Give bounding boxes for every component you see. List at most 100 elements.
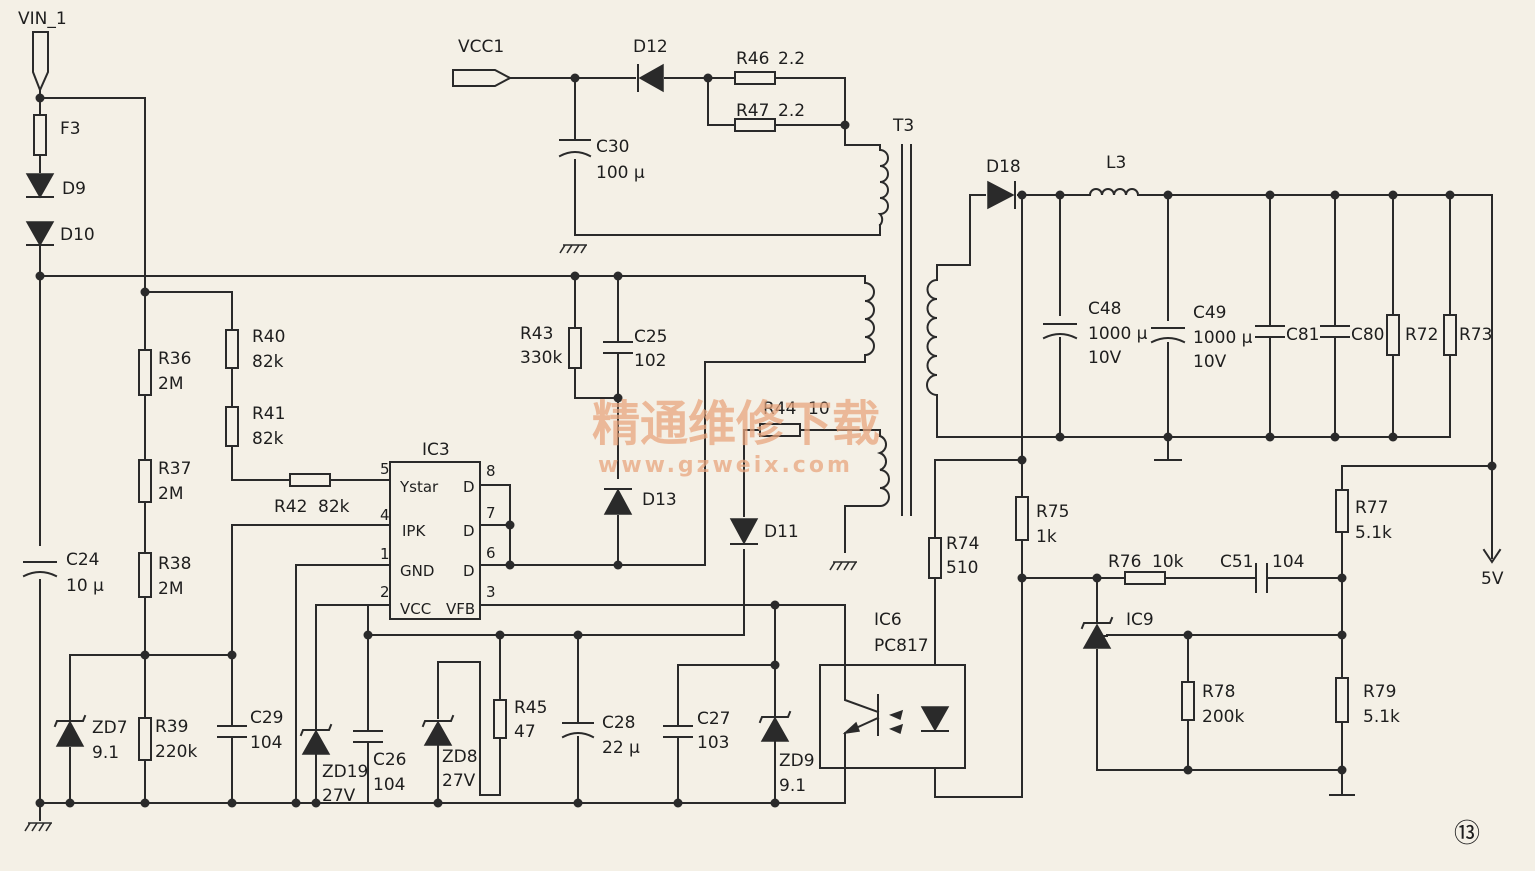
pin-2: 2 [380, 583, 390, 601]
label-c26-value: 104 [373, 775, 405, 795]
label-c26: C26 [373, 750, 407, 770]
label-r76: R76 [1108, 552, 1141, 572]
label-c24-value: 10 µ [66, 576, 104, 596]
label-r79-value: 5.1k [1363, 707, 1400, 727]
label-zd7-value: 9.1 [92, 743, 119, 763]
label-c25: C25 [634, 327, 668, 347]
label-r75-value: 1k [1036, 527, 1057, 547]
label-t3: T3 [892, 116, 914, 136]
label-r43-value: 330k [520, 348, 562, 368]
label-c28-value: 22 µ [602, 738, 640, 758]
label-r76-value: 10k [1152, 552, 1184, 572]
label-r44-value: 10 [808, 399, 830, 419]
resistor-r43 [568, 327, 582, 369]
junction-dots [35, 73, 1497, 808]
label-c28: C28 [602, 713, 636, 733]
label-r42-value: 82k [318, 497, 350, 517]
component-labels: VIN_1 VCC1 F3 D9 D10 D12 R46 2.2 R47 2.2… [18, 9, 1504, 849]
zener-zd7 [53, 714, 87, 747]
capacitor-c24 [22, 561, 58, 578]
pin-name-vcc: VCC [400, 600, 431, 618]
label-r44: R44 [763, 399, 796, 419]
label-r37-value: 2M [158, 484, 183, 504]
label-r36: R36 [158, 349, 191, 369]
label-ic3: IC3 [422, 440, 450, 460]
label-c30: C30 [596, 137, 630, 157]
output-5v-arrow [1482, 548, 1502, 564]
label-c27-value: 103 [697, 733, 729, 753]
pin-1: 1 [380, 545, 390, 563]
label-l3: L3 [1106, 153, 1126, 173]
label-vin1: VIN_1 [18, 9, 67, 29]
pin-7: 7 [486, 504, 496, 522]
optocoupler-ic6 [819, 604, 966, 804]
label-c49-voltage: 10V [1193, 352, 1227, 372]
zener-zd8 [421, 714, 455, 746]
capacitor-c49 [1150, 327, 1186, 344]
pin-8: 8 [486, 462, 496, 480]
watermark-chinese: 精通维修下载 [592, 396, 880, 452]
resistor-r77 [1335, 489, 1349, 533]
fuse-f3 [33, 114, 47, 156]
label-c24: C24 [66, 550, 100, 570]
shunt-regulator-ic9 [1080, 616, 1114, 649]
label-c49-value: 1000 µ [1193, 328, 1253, 348]
capacitor-c81 [1255, 325, 1285, 338]
capacitor-c51 [1255, 563, 1268, 593]
label-d13: D13 [642, 490, 677, 510]
pin-5: 5 [380, 460, 390, 478]
label-r38: R38 [158, 554, 191, 574]
capacitor-c27 [663, 725, 693, 738]
label-ic6-value: PC817 [874, 636, 929, 656]
label-vcc1: VCC1 [458, 37, 504, 57]
label-r40-value: 82k [252, 352, 284, 372]
label-r79: R79 [1363, 682, 1396, 702]
label-r75: R75 [1036, 502, 1069, 522]
capacitor-c28 [561, 722, 595, 739]
label-r39: R39 [155, 717, 188, 737]
label-c51-value: 104 [1272, 552, 1304, 572]
resistor-r42 [289, 473, 331, 487]
label-r39-value: 220k [155, 742, 197, 762]
label-ic9: IC9 [1126, 610, 1154, 630]
pin-3: 3 [486, 583, 496, 601]
capacitor-c48 [1042, 323, 1078, 340]
pin-6: 6 [486, 544, 496, 562]
label-c30-value: 100 µ [596, 163, 645, 183]
label-c80: C80 [1351, 325, 1385, 345]
label-d11: D11 [764, 522, 799, 542]
label-r43: R43 [520, 324, 553, 344]
label-r40: R40 [252, 327, 285, 347]
pin-name-ipk: IPK [402, 522, 426, 540]
resistor-r79 [1335, 677, 1349, 723]
pin-name-d6: D [463, 562, 475, 580]
label-d18: D18 [986, 157, 1021, 177]
label-r74-value: 510 [946, 558, 978, 578]
label-r37: R37 [158, 459, 191, 479]
label-r77: R77 [1355, 498, 1388, 518]
capacitor-c30 [558, 139, 592, 158]
label-r47: R47 [736, 101, 769, 121]
label-r78: R78 [1202, 682, 1235, 702]
label-c29: C29 [250, 708, 284, 728]
label-c29-value: 104 [250, 733, 282, 753]
zener-zd19 [299, 723, 333, 755]
transformer-t3 [863, 144, 939, 516]
label-r46: R46 [736, 49, 769, 69]
resistor-r47 [734, 118, 776, 132]
resistor-r38 [138, 552, 152, 598]
label-ic6: IC6 [874, 610, 902, 630]
label-d12: D12 [633, 37, 668, 57]
label-c48-voltage: 10V [1088, 348, 1122, 368]
label-c27: C27 [697, 709, 731, 729]
pin-name-d7: D [463, 522, 475, 540]
label-zd19: ZD19 [322, 762, 368, 782]
label-d9: D9 [62, 179, 86, 199]
label-r74: R74 [946, 534, 979, 554]
label-r73: R73 [1459, 325, 1492, 345]
inductor-l3 [1088, 188, 1140, 197]
resistor-r45 [493, 699, 507, 739]
resistor-r46 [734, 71, 776, 85]
wires [39, 77, 1493, 821]
